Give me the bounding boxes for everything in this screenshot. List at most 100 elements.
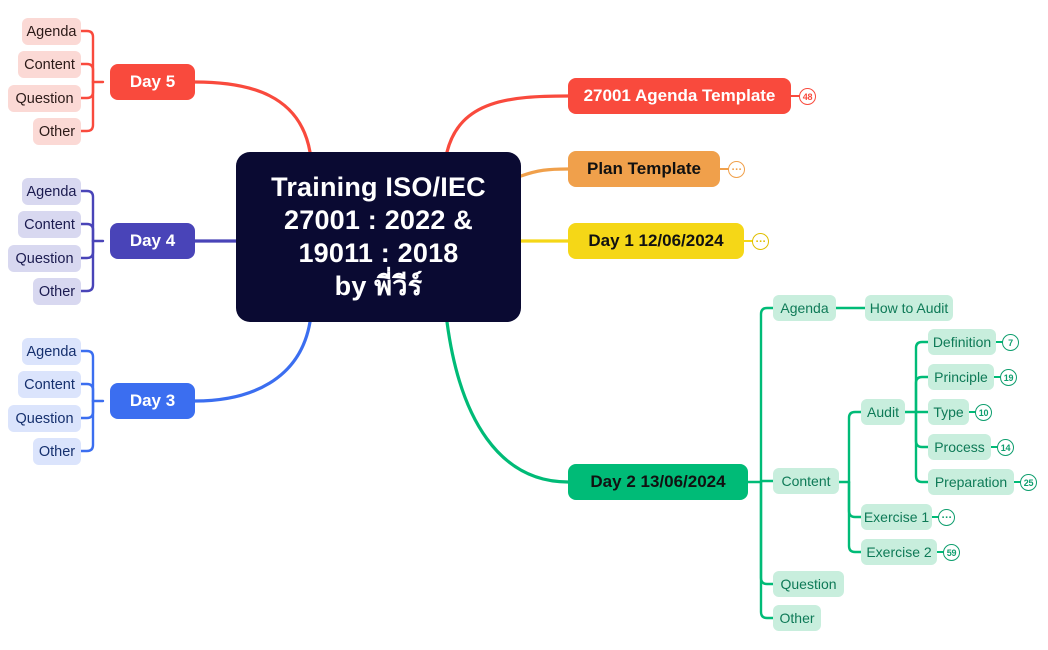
node-day5-content[interactable]: Content: [18, 51, 81, 78]
edge-day5-other: [79, 80, 95, 133]
node-day5[interactable]: Day 5: [110, 64, 195, 100]
node-process[interactable]: Process: [928, 434, 991, 460]
edge-day2-other: [759, 480, 775, 620]
edge-center-day3: [193, 320, 312, 403]
badge-exercise-1-count: …: [941, 509, 952, 521]
edge-center-template27001: [445, 94, 570, 154]
edge-center-day2: [445, 320, 570, 484]
node-exercise-1-label: Exercise 1: [863, 509, 930, 525]
central-line-2: 27001 : 2022 &: [284, 205, 473, 235]
node-principle[interactable]: Principle: [928, 364, 994, 390]
node-day3-agenda-label: Agenda: [26, 343, 77, 360]
badge-exercise-2[interactable]: 59: [943, 544, 960, 561]
node-27001-agenda-template[interactable]: 27001 Agenda Template: [568, 78, 791, 114]
node-definition[interactable]: Definition: [928, 329, 996, 355]
node-exercise-2-label: Exercise 2: [866, 544, 932, 560]
node-day3-question[interactable]: Question: [8, 405, 81, 432]
node-day4[interactable]: Day 4: [110, 223, 195, 259]
badge-day1-count: …: [755, 233, 766, 245]
node-day2-question-label: Question: [780, 576, 837, 592]
node-how-to-audit-label: How to Audit: [869, 300, 949, 316]
edge-audit-principle: [914, 375, 930, 414]
edge-center-plantemplate: [519, 167, 570, 178]
node-day2-other[interactable]: Other: [773, 605, 821, 631]
node-day3-other[interactable]: Other: [33, 438, 81, 465]
node-preparation[interactable]: Preparation: [928, 469, 1014, 495]
node-audit-label: Audit: [867, 404, 899, 420]
badge-day1[interactable]: …: [752, 233, 769, 250]
node-definition-label: Definition: [932, 334, 992, 350]
node-process-label: Process: [934, 439, 985, 455]
node-principle-label: Principle: [934, 369, 988, 385]
badge-exercise-2-count: 59: [946, 547, 957, 558]
node-day4-other[interactable]: Other: [33, 278, 81, 305]
badge-principle-count: 19: [1003, 372, 1014, 383]
edge-day4-agenda: [79, 189, 95, 243]
node-day4-question[interactable]: Question: [8, 245, 81, 272]
badge-process[interactable]: 14: [997, 439, 1014, 456]
central-topic-node[interactable]: Training ISO/IEC 27001 : 2022 & 19011 : …: [236, 152, 521, 322]
edge-audit-preparation: [914, 410, 930, 484]
node-day5-other[interactable]: Other: [33, 118, 81, 145]
edge-day4-question: [79, 239, 95, 260]
edge-day3-question: [79, 399, 95, 420]
edge-day2-content: [759, 479, 775, 484]
node-day4-agenda-label: Agenda: [26, 183, 77, 200]
node-day4-content-label: Content: [24, 216, 75, 233]
node-day3-content-label: Content: [24, 376, 75, 393]
badge-definition[interactable]: 7: [1002, 334, 1019, 351]
node-day3-label: Day 3: [129, 391, 176, 410]
edge-day3-other: [79, 399, 95, 453]
node-day5-agenda-label: Agenda: [26, 23, 77, 40]
node-day3-agenda[interactable]: Agenda: [22, 338, 81, 365]
node-day5-question[interactable]: Question: [8, 85, 81, 112]
node-day5-other-label: Other: [38, 123, 76, 140]
node-type[interactable]: Type: [928, 399, 969, 425]
edge-content-audit: [847, 410, 863, 484]
edge-day5-question: [79, 80, 95, 100]
node-day2-agenda[interactable]: Agenda: [773, 295, 836, 321]
node-day1[interactable]: Day 1 12/06/2024: [568, 223, 744, 259]
node-audit[interactable]: Audit: [861, 399, 905, 425]
node-day3[interactable]: Day 3: [110, 383, 195, 419]
badge-plan-template[interactable]: …: [728, 161, 745, 178]
badge-principle[interactable]: 19: [1000, 369, 1017, 386]
edge-day4-other: [79, 239, 95, 293]
node-day4-agenda[interactable]: Agenda: [22, 178, 81, 205]
node-day2-content[interactable]: Content: [773, 468, 839, 494]
node-day5-label: Day 5: [129, 72, 176, 91]
node-day5-agenda[interactable]: Agenda: [22, 18, 81, 45]
node-day4-other-label: Other: [38, 283, 76, 300]
badge-27001-count: 48: [802, 91, 813, 102]
node-exercise-2[interactable]: Exercise 2: [861, 539, 937, 565]
edge-center-day5: [193, 80, 312, 154]
edge-day2-question: [759, 480, 775, 586]
edge-content-exercise1: [847, 480, 863, 519]
badge-type[interactable]: 10: [975, 404, 992, 421]
badge-plan-template-count: …: [731, 161, 742, 173]
node-27001-agenda-template-label: 27001 Agenda Template: [583, 86, 776, 105]
node-plan-template[interactable]: Plan Template: [568, 151, 720, 187]
node-day4-question-label: Question: [15, 250, 74, 267]
node-day2[interactable]: Day 2 13/06/2024: [568, 464, 748, 500]
edge-audit-definition: [914, 340, 930, 414]
node-day1-label: Day 1 12/06/2024: [588, 231, 724, 250]
node-day3-other-label: Other: [38, 443, 76, 460]
edge-audit-process: [914, 410, 930, 449]
node-day3-content[interactable]: Content: [18, 371, 81, 398]
edge-day2-agenda: [759, 306, 775, 484]
node-day2-label: Day 2 13/06/2024: [590, 472, 726, 491]
node-day2-question[interactable]: Question: [773, 571, 844, 597]
badge-27001-agenda-template[interactable]: 48: [799, 88, 816, 105]
central-line-4: by พี่วีร์: [334, 271, 423, 301]
badge-exercise-1[interactable]: …: [938, 509, 955, 526]
node-day2-agenda-label: Agenda: [780, 300, 829, 316]
node-day5-question-label: Question: [15, 90, 74, 107]
node-how-to-audit[interactable]: How to Audit: [865, 295, 953, 321]
badge-definition-count: 7: [1008, 337, 1013, 348]
node-exercise-1[interactable]: Exercise 1: [861, 504, 932, 530]
central-line-3: 19011 : 2018: [298, 238, 459, 268]
badge-preparation[interactable]: 25: [1020, 474, 1037, 491]
node-day4-content[interactable]: Content: [18, 211, 81, 238]
edge-content-exercise2: [847, 480, 863, 554]
